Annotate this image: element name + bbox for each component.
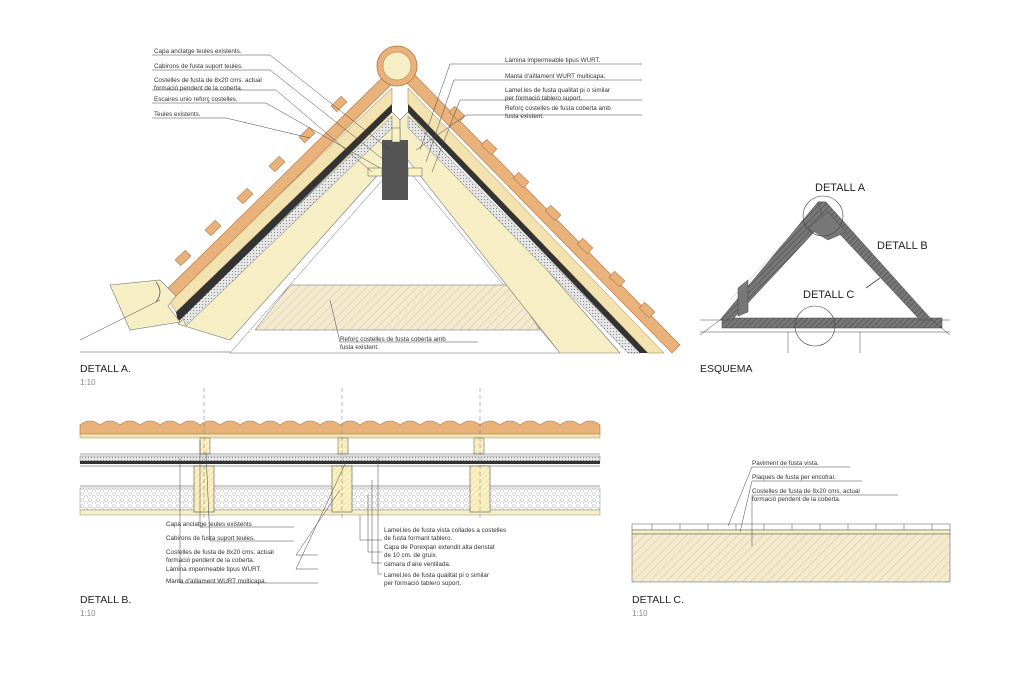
note-a-r2: Manta d'aïllament WURT multicapa. bbox=[505, 73, 606, 80]
detail-c: Paviment de fusta vista. Plaques de fust… bbox=[631, 460, 951, 618]
note-b-r1: Lamel.les de fusta vista collades a cost… bbox=[384, 527, 506, 534]
note-a-l5: Escaires unio reforç costelles. bbox=[154, 96, 238, 103]
note-b-l2: Cabirons de fusta suport teules. bbox=[166, 535, 255, 542]
left-slope bbox=[79, 67, 401, 353]
detail-a-title: DETALL A. bbox=[80, 363, 131, 375]
leaders-left bbox=[152, 54, 391, 173]
note-a-l6: Teules existents. bbox=[154, 111, 201, 118]
note-a-r4: per formació tablero suport. bbox=[505, 95, 582, 102]
note-b-l4: formació pendent de la coberta. bbox=[166, 557, 255, 564]
note-c-2: Plaques de fusta per encofrar. bbox=[752, 474, 836, 481]
note-a-b1: Reforç costelles de fusta coberta amb bbox=[340, 336, 446, 343]
detail-a: Capa anclatge teules existents. Cabirons… bbox=[79, 45, 681, 387]
note-c-3: Costelles de fusta de 8x20 cms. actual bbox=[752, 488, 860, 495]
note-b-r4: de 10 cm. de gruix. bbox=[384, 552, 438, 559]
note-b-l1: Capa anclatge teules existents bbox=[166, 521, 252, 528]
note-a-l1: Capa anclatge teules existents. bbox=[154, 48, 242, 55]
note-b-l5: Làmina impermeable tipus WURT. bbox=[166, 566, 262, 573]
ridge-beam bbox=[382, 140, 408, 200]
note-b-r3: Capa de Porexpan extendit alta denstat bbox=[384, 544, 495, 551]
esquema-label-c: DETALL C bbox=[803, 289, 854, 301]
note-b-r6: Lamel.les de fusta qualitat pi o similar bbox=[384, 572, 489, 579]
marker-detail-c bbox=[794, 305, 836, 347]
detail-b-scale: 1:10 bbox=[80, 609, 96, 618]
note-b-r2: de fusta formant tablero. bbox=[384, 535, 453, 542]
note-a-l3: Costelles de fusta de 8x20 cms. actual bbox=[154, 77, 262, 84]
note-a-r6: fusta existent. bbox=[505, 113, 544, 120]
note-b-l6: Manta d'aïllament WURT multicapa. bbox=[166, 578, 267, 585]
detail-a-scale: 1:10 bbox=[80, 378, 96, 387]
note-a-r1: Làmina impermeable tipus WURT. bbox=[505, 57, 601, 64]
esquema: DETALL A DETALL B DETALL C ESQUEMA bbox=[699, 182, 951, 375]
note-a-l4: formació pendent de la coberta. bbox=[154, 85, 243, 92]
esquema-label-b: DETALL B bbox=[877, 240, 928, 252]
note-b-r5: camara d'aire ventilada. bbox=[384, 561, 451, 568]
detail-b: Capa anclatge teules existents Cabirons … bbox=[79, 388, 601, 618]
note-a-b2: fusta existent. bbox=[340, 344, 379, 351]
reinforcement-beam bbox=[254, 284, 541, 331]
right-slope bbox=[399, 67, 681, 354]
note-c-1: Paviment de fusta vista. bbox=[752, 460, 819, 467]
leaders-right bbox=[329, 63, 642, 343]
marker-detail-a bbox=[802, 195, 844, 237]
detail-c-title: DETALL C. bbox=[632, 594, 684, 606]
detail-c-scale: 1:10 bbox=[632, 609, 648, 618]
note-b-l3: Costelles de fusta de 8x20 cms. actual bbox=[166, 549, 274, 556]
esquema-label-a: DETALL A bbox=[815, 182, 866, 194]
detail-b-title: DETALL B. bbox=[80, 594, 131, 606]
note-c-4: formació pendent de la coberta. bbox=[752, 496, 841, 503]
note-a-r5: Reforç costelles de fusta coberta amb bbox=[505, 105, 611, 112]
note-a-l2: Cabirons de fusta suport teules. bbox=[154, 63, 243, 70]
tiles-b bbox=[79, 420, 601, 435]
esquema-title: ESQUEMA bbox=[700, 363, 753, 375]
note-b-r7: per formació tablero suport. bbox=[384, 580, 461, 587]
note-a-r3: Lamel.les de fusta qualitat pi o similar bbox=[505, 87, 610, 94]
